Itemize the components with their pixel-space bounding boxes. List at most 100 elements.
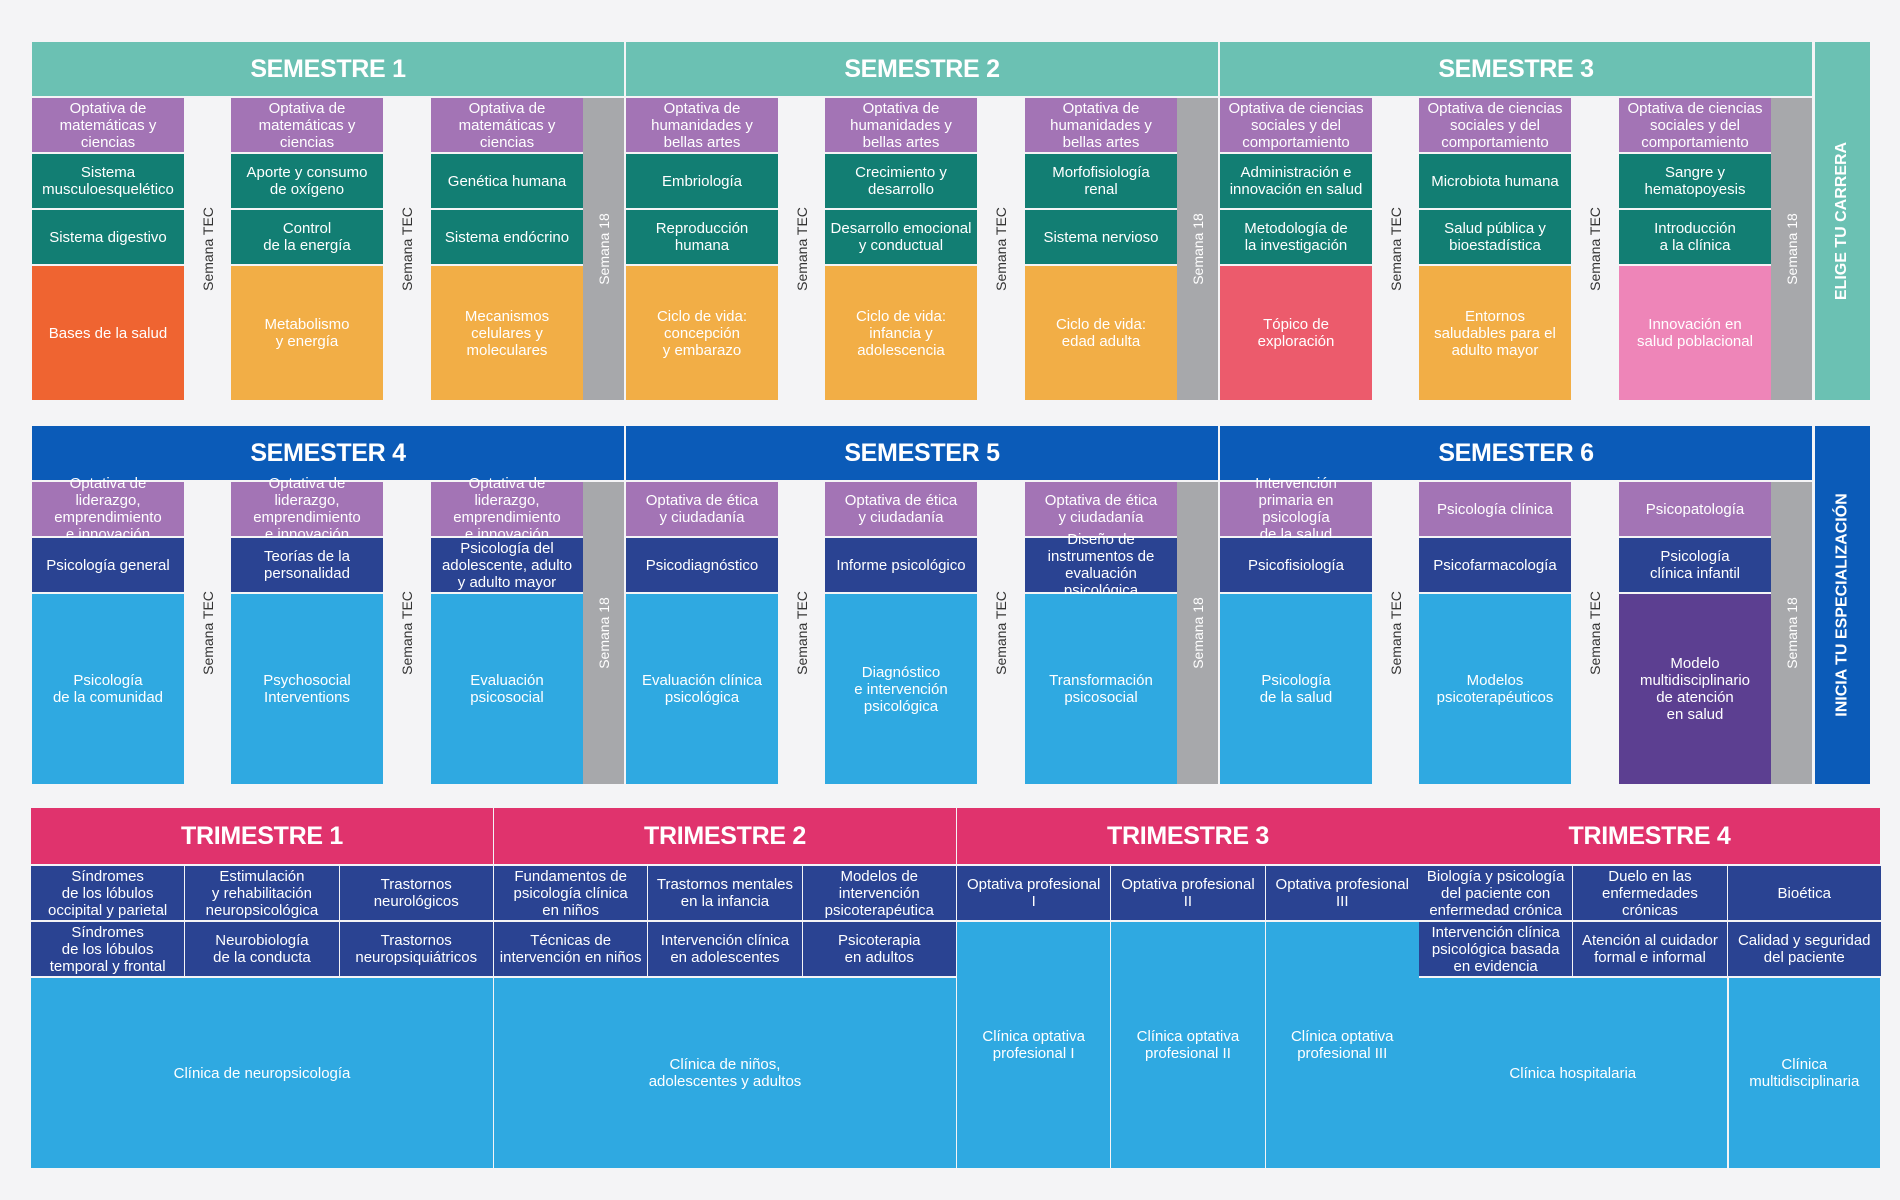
course-cell: Aporte y consumo de oxígeno (231, 154, 383, 208)
course-cell: Metodología de la investigación (1220, 210, 1372, 264)
course-cell: Intervención clínica psicológica basada … (1419, 922, 1573, 976)
week-label: Semana TEC (1372, 98, 1419, 400)
course-cell: Optativa de ética y ciudadanía (626, 482, 778, 536)
course-cell: Modelos psicoterapéuticos (1419, 594, 1571, 784)
course-cell: Sistema nervioso (1025, 210, 1177, 264)
week-label-text: Semana TEC (1586, 207, 1603, 291)
course-cell: Optativa de matemáticas y ciencias (231, 98, 383, 152)
course-cell: Salud pública y bioestadística (1419, 210, 1571, 264)
course-cell: Bioética (1727, 866, 1881, 920)
week-18-label-text: Semana 18 (1783, 597, 1800, 669)
course-cell: Bases de la salud (32, 266, 184, 400)
course-cell: Psicodiagnóstico (626, 538, 778, 592)
week-label: Semana TEC (184, 482, 231, 784)
week-label-text: Semana TEC (992, 207, 1009, 291)
course-cell: Sistema musculoesquelético (32, 154, 184, 208)
course-cell: Optativa de liderazgo, emprendimiento e … (231, 475, 383, 543)
course-cell: Entornos saludables para el adulto mayor (1419, 266, 1571, 400)
week-18-label: Semana 18 (1771, 482, 1812, 784)
week-label-text: Semana TEC (398, 591, 415, 675)
trimester-header: TRIMESTRE 3 (957, 808, 1419, 864)
course-cell: Psicofisiología (1220, 538, 1372, 592)
course-cell: Optativa de ciencias sociales y del comp… (1220, 98, 1372, 152)
week-label-text: Semana TEC (793, 207, 810, 291)
course-cell: Diagnóstico e intervención psicológica (825, 594, 977, 784)
course-cell: Psicología de la comunidad (32, 594, 184, 784)
course-cell: Optativa de humanidades y bellas artes (825, 98, 977, 152)
course-cell: Tópico de exploración (1220, 266, 1372, 400)
course-cell: Embriología (626, 154, 778, 208)
course-cell: Informe psicológico (825, 538, 977, 592)
course-cell: Optativa profesional II (1111, 866, 1265, 920)
week-label-text: Semana TEC (1586, 591, 1603, 675)
course-cell: Optativa de humanidades y bellas artes (626, 98, 778, 152)
semester-header: SEMESTRE 2 (626, 42, 1218, 96)
course-cell: Teorías de la personalidad (231, 538, 383, 592)
course-cell: Microbiota humana (1419, 154, 1571, 208)
week-18-label-text: Semana 18 (595, 213, 612, 285)
week-18-label: Semana 18 (583, 98, 624, 400)
course-cell: Optativa profesional I (957, 866, 1111, 920)
course-cell: Crecimiento y desarrollo (825, 154, 977, 208)
side-label: ELIGE TU CARRERA (1815, 42, 1870, 400)
course-cell: Sistema endócrino (431, 210, 583, 264)
course-cell: Psicofarmacología (1419, 538, 1571, 592)
course-cell: Sangre y hematopoyesis (1619, 154, 1771, 208)
course-cell: Modelo multidisciplinario de atención en… (1619, 594, 1771, 784)
course-cell: Modelos de intervención psicoterapéutica (802, 866, 956, 920)
course-cell: Control de la energía (231, 210, 383, 264)
week-18-label: Semana 18 (583, 482, 624, 784)
clinic-cell: Clínica de neuropsicología (31, 978, 493, 1168)
side-label-text: INICIA TU ESPECIALIZACIÓN (1833, 493, 1851, 717)
course-cell: Diseño de instrumentos de evaluación psi… (1025, 531, 1177, 599)
week-label: Semana TEC (977, 98, 1024, 400)
course-cell: Psicoterapia en adultos (802, 922, 956, 976)
week-label: Semana TEC (383, 482, 430, 784)
week-label-text: Semana TEC (199, 591, 216, 675)
course-cell: Optativa de matemáticas y ciencias (32, 98, 184, 152)
side-label-text: ELIGE TU CARRERA (1833, 141, 1851, 301)
course-cell: Optativa de humanidades y bellas artes (1025, 98, 1177, 152)
course-cell: Neurobiología de la conducta (185, 922, 339, 976)
clinic-cell: Clínica optativa profesional II (1111, 922, 1265, 1168)
week-18-label: Semana 18 (1177, 482, 1218, 784)
course-cell: Sistema digestivo (32, 210, 184, 264)
course-cell: Fundamentos de psicología clínica en niñ… (494, 866, 648, 920)
course-cell: Optativa de liderazgo, emprendimiento e … (431, 475, 583, 543)
course-cell: Desarrollo emocional y conductual (825, 210, 977, 264)
clinic-cell: Clínica multidisciplinaria (1728, 978, 1880, 1168)
week-label-text: Semana TEC (398, 207, 415, 291)
course-cell: Ciclo de vida: concepción y embarazo (626, 266, 778, 400)
week-18-label-text: Semana 18 (595, 597, 612, 669)
course-cell: Metabolismo y energía (231, 266, 383, 400)
week-label: Semana TEC (1571, 98, 1618, 400)
course-cell: Trastornos neurológicos (339, 866, 493, 920)
week-18-label-text: Semana 18 (1189, 597, 1206, 669)
course-cell: Innovación en salud poblacional (1619, 266, 1771, 400)
course-cell: Duelo en las enfermedades crónicas (1573, 866, 1727, 920)
semester-header: SEMESTRE 1 (32, 42, 624, 96)
course-cell: Biología y psicología del paciente con e… (1419, 866, 1573, 920)
week-label: Semana TEC (184, 98, 231, 400)
course-cell: Psychosocial Interventions (231, 594, 383, 784)
trimester-header: TRIMESTRE 1 (31, 808, 493, 864)
semester-header: SEMESTER 4 (32, 426, 624, 480)
course-cell: Intervención clínica en adolescentes (648, 922, 802, 976)
course-cell: Psicología del adolescente, adulto y adu… (431, 538, 583, 592)
week-label: Semana TEC (778, 482, 825, 784)
semester-header: SEMESTRE 3 (1220, 42, 1812, 96)
course-cell: Atención al cuidador formal e informal (1573, 922, 1727, 976)
week-label: Semana TEC (778, 98, 825, 400)
week-label-text: Semana TEC (793, 591, 810, 675)
week-label-text: Semana TEC (992, 591, 1009, 675)
course-cell: Optativa de matemáticas y ciencias (431, 98, 583, 152)
semester-header: SEMESTER 5 (626, 426, 1218, 480)
course-cell: Intervención primaria en psicología de l… (1220, 475, 1372, 543)
week-label: Semana TEC (383, 98, 430, 400)
week-label-text: Semana TEC (1387, 207, 1404, 291)
course-cell: Optativa de ética y ciudadanía (825, 482, 977, 536)
course-cell: Calidad y seguridad del paciente (1727, 922, 1881, 976)
course-cell: Ciclo de vida: edad adulta (1025, 266, 1177, 400)
clinic-cell: Clínica optativa profesional I (957, 922, 1111, 1168)
course-cell: Psicología general (32, 538, 184, 592)
